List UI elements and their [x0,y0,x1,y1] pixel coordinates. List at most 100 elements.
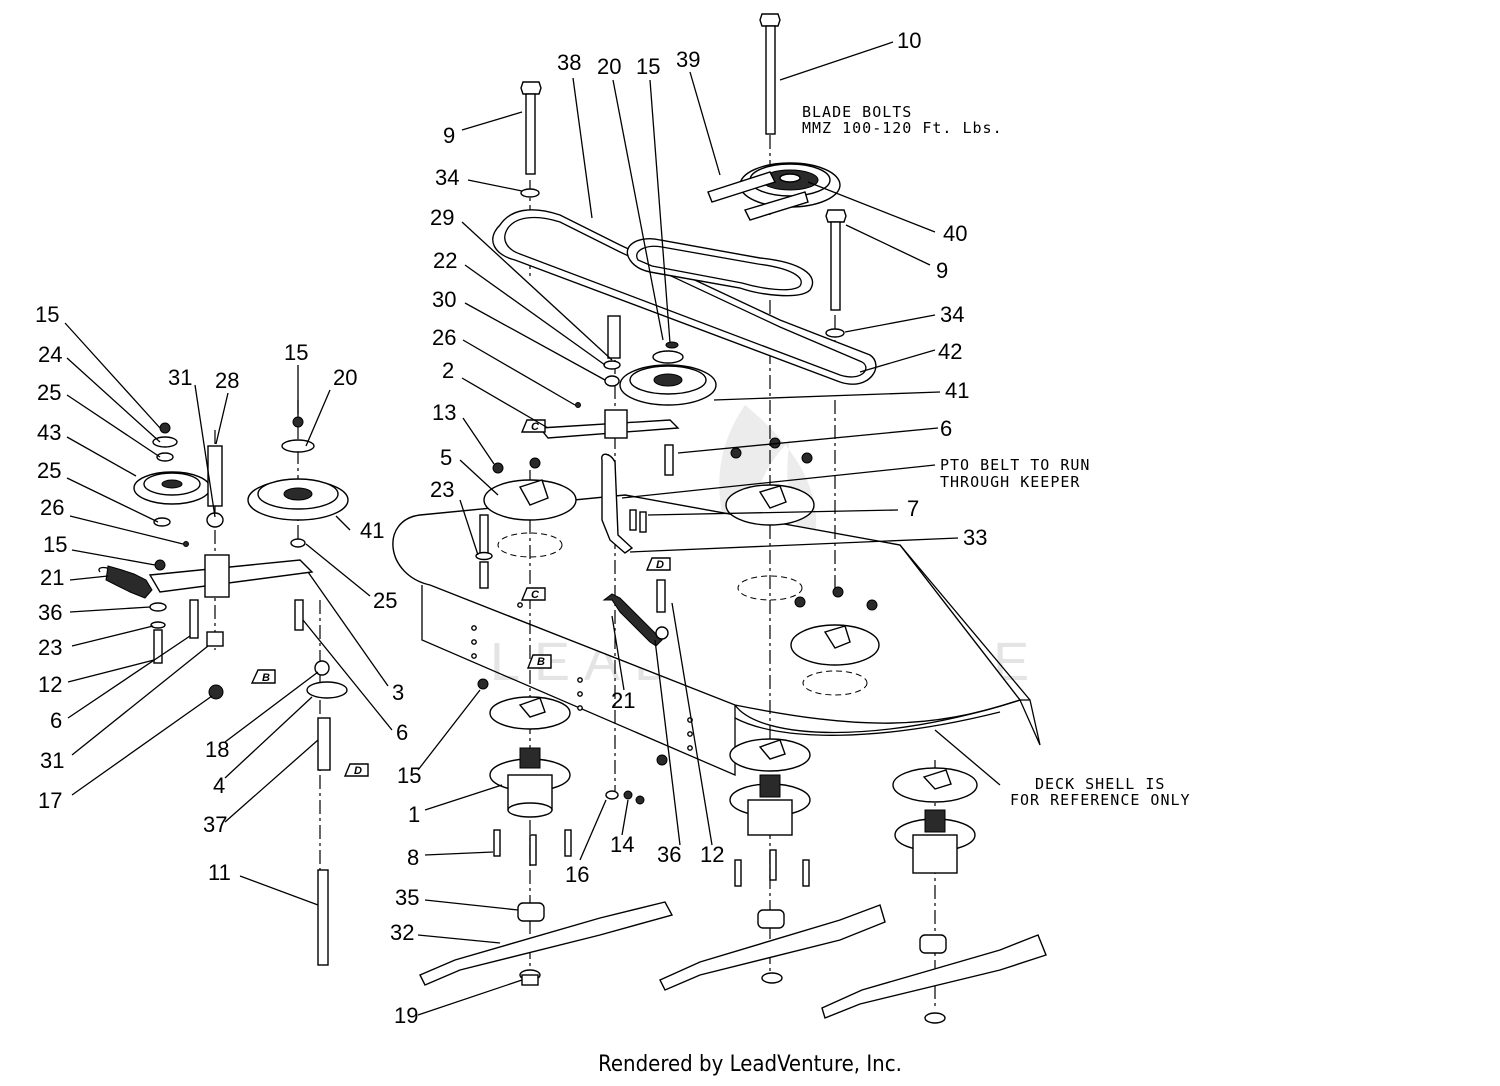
washer-24 [152,436,178,448]
callout: 35 [395,885,419,910]
pto-belt-42 [626,238,814,297]
callout: 5 [440,445,452,470]
callout: 25 [37,458,61,483]
callout: 6 [940,416,952,441]
bolt-12 [153,629,163,664]
washer-34-left [520,188,540,198]
callout: 37 [203,812,227,837]
callout: 18 [205,737,229,762]
nut-15-arm [154,559,166,571]
callout: 31 [40,748,64,773]
callout: 6 [50,708,62,733]
reference-tags: B C C D D B [250,419,671,777]
bolt-23 [479,514,489,554]
belt-guide-39 [707,171,809,221]
callout: 23 [38,635,62,660]
callout: 25 [373,588,397,613]
spacer-4 [306,681,348,699]
callout: 28 [215,368,239,393]
callout: 34 [435,165,459,190]
blade-bolts-note: BLADE BOLTS [802,103,912,121]
spindle-bolt-9-left [520,81,542,175]
svg-text:C: C [531,421,540,433]
callout: 22 [433,248,457,273]
spindle-1-right [892,767,978,874]
callout: 4 [213,773,225,798]
washer-25-top [156,452,174,462]
callout: 20 [333,365,357,390]
callout: 7 [907,496,919,521]
callout: 40 [943,221,967,246]
bolt-6-center [664,444,674,476]
svg-text:D: D [354,765,362,777]
callout: 39 [676,47,700,72]
deck-hardware [475,437,878,805]
callout: 3 [392,680,404,705]
grease-fitting-26-left [183,541,189,547]
belt-keeper-33 [601,453,634,554]
callout: 9 [443,123,455,148]
spindle-plate-left [483,479,577,558]
washer-23 [150,621,166,629]
callout: 2 [442,358,454,383]
callout: 11 [208,860,231,885]
blade-bolts-torque: MMZ 100-120 Ft. Lbs. [802,119,1003,137]
nut-18 [314,660,330,676]
spindle-1-center [729,738,811,887]
callout: 23 [430,477,454,502]
washer-22 [603,360,621,370]
callout: 13 [432,400,456,425]
nut-15-center [665,341,679,349]
callout: 36 [38,600,62,625]
bushing-31-lower [206,631,224,647]
callout: 38 [557,50,581,75]
nut-15-right [292,416,304,428]
shoulder-bolt-28 [207,445,223,507]
callout: 10 [897,28,921,53]
bushing-30 [604,375,620,387]
nut-14 [623,790,633,800]
callout: 14 [610,832,634,857]
callout: 6 [396,720,408,745]
bolt-6-left [189,599,199,639]
callout: 42 [938,339,962,364]
washer-20-left [281,439,315,453]
annotation-notes: BLADE BOLTS MMZ 100-120 Ft. Lbs. PTO BEL… [802,103,1190,809]
callout: 12 [700,842,724,867]
shoulder-bolt-29 [607,315,621,359]
callout: 33 [963,525,987,550]
callout: 9 [936,258,948,283]
callout: 15 [636,54,660,79]
callout: 17 [38,788,62,813]
pto-belt-note-line2: THROUGH KEEPER [940,473,1080,491]
callout: 15 [397,763,421,788]
washer-25-right [290,538,306,548]
washer-16 [605,790,619,800]
spindle-bolt-9-right [825,209,847,311]
spindle-plate-right [790,624,880,696]
callout: 19 [394,1003,418,1028]
callout: 31 [168,365,192,390]
spindle-1-left [489,696,572,866]
callout: 1 [408,802,420,827]
callout: 12 [38,672,62,697]
washer-25-lower [153,517,171,527]
blade-left [419,901,674,986]
deck-holes [471,602,693,751]
callout: 8 [407,845,419,870]
deck-belt-38 [492,209,877,385]
svg-text:D: D [656,559,664,571]
svg-text:B: B [537,656,545,668]
callout: 30 [432,287,456,312]
callout: 20 [597,54,621,79]
grease-fitting-26 [575,402,581,408]
pin-11 [317,869,329,966]
nut-17 [208,684,224,700]
svg-text:C: C [531,589,540,601]
callout: 21 [611,688,635,713]
left-idler-assembly [133,416,349,966]
callout: 21 [40,565,64,590]
spring-21-center [602,593,669,647]
deck-shell [392,494,1041,776]
callout: 29 [430,205,454,230]
